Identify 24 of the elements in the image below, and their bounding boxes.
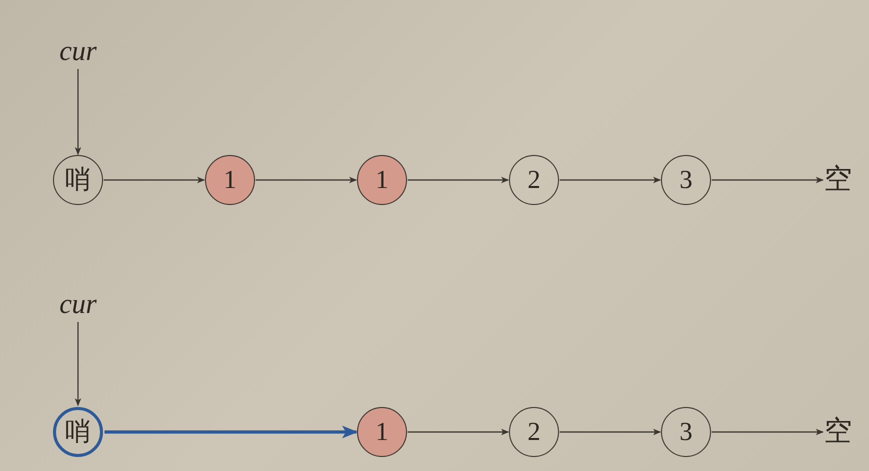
arrow — [712, 428, 824, 436]
arrow — [560, 428, 662, 436]
arrow — [560, 176, 662, 184]
pointer-label: cur — [50, 35, 106, 69]
node-value: 1 — [376, 167, 388, 193]
node-value: 3 — [680, 419, 692, 445]
node-value: 1 — [224, 167, 236, 193]
arrow — [712, 176, 824, 184]
arrow — [256, 176, 358, 184]
node-value: 哨 — [65, 419, 91, 445]
node-value: 2 — [528, 167, 540, 193]
arrow — [74, 322, 82, 406]
arrow — [408, 176, 510, 184]
arrow — [104, 426, 358, 438]
null-label: 空 — [823, 165, 853, 195]
node-value: 3 — [680, 167, 692, 193]
arrow — [74, 69, 82, 156]
node-value: 1 — [376, 419, 388, 445]
pointer-label: cur — [50, 288, 106, 322]
null-label: 空 — [823, 417, 853, 447]
node-value: 哨 — [65, 167, 91, 193]
arrow — [408, 428, 510, 436]
node-value: 2 — [528, 419, 540, 445]
arrow — [104, 176, 206, 184]
